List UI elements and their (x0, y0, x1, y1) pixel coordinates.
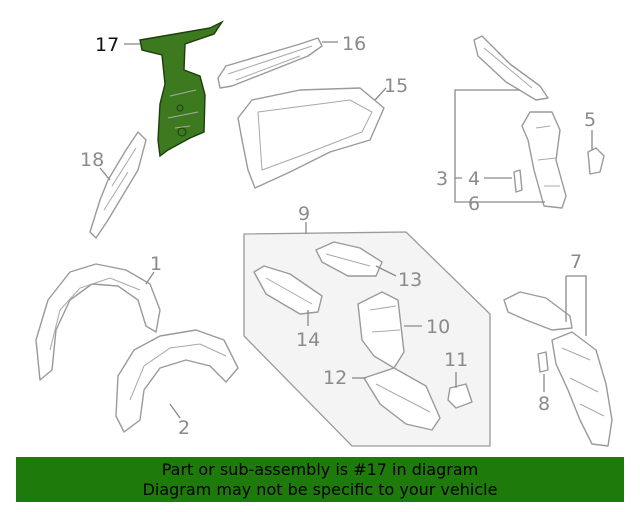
part-7-upper (503, 291, 573, 331)
part-8-fastener (537, 351, 549, 373)
part-17-highlighted[interactable] (139, 20, 225, 158)
callout-12: 12 (323, 367, 347, 389)
part-10 (357, 291, 405, 369)
callout-16: 16 (342, 33, 366, 55)
callout-3: 3 (436, 168, 448, 190)
leader-18 (99, 167, 111, 181)
callout-6: 6 (468, 193, 480, 215)
part-18 (89, 131, 147, 239)
callout-4: 4 (468, 168, 480, 190)
callout-9: 9 (298, 203, 310, 225)
callout-10: 10 (426, 316, 450, 338)
callout-11: 11 (444, 349, 468, 371)
part-11 (447, 383, 473, 409)
leader-1 (145, 271, 155, 285)
callout-15: 15 (384, 75, 408, 97)
part-3-upper-pillar (473, 35, 549, 101)
part-7-lower (551, 331, 613, 447)
callout-1: 1 (150, 253, 162, 275)
part-16 (217, 37, 323, 89)
leader-2 (169, 403, 181, 419)
banner-line-1: Part or sub-assembly is #17 in diagram (161, 460, 479, 479)
part-15 (237, 87, 385, 189)
part-1-wheelhouse-outer (35, 263, 161, 381)
part-6-pillar (521, 111, 567, 209)
part-14 (253, 265, 323, 315)
leader-15 (374, 87, 387, 101)
info-banner: Part or sub-assembly is #17 in diagram D… (16, 457, 624, 502)
leader-13 (375, 265, 397, 277)
callout-8: 8 (538, 393, 550, 415)
callout-2: 2 (178, 417, 190, 439)
part-4-clip (513, 169, 523, 193)
callout-18: 18 (80, 149, 104, 171)
part-5-bracket (587, 147, 605, 175)
callout-17: 17 (95, 34, 119, 56)
callout-5: 5 (584, 109, 596, 131)
bracket-7 (565, 275, 587, 336)
parts-diagram: 17 16 15 18 3 4 5 6 9 (35, 20, 613, 447)
banner-line-2: Diagram may not be specific to your vehi… (142, 480, 498, 499)
part-2-wheelhouse-inner (115, 329, 239, 433)
part-13 (315, 241, 383, 277)
callout-7: 7 (570, 251, 582, 273)
part-12 (363, 367, 441, 431)
bracket-3 (454, 89, 545, 203)
callout-13: 13 (398, 269, 422, 291)
callout-14: 14 (296, 329, 320, 351)
